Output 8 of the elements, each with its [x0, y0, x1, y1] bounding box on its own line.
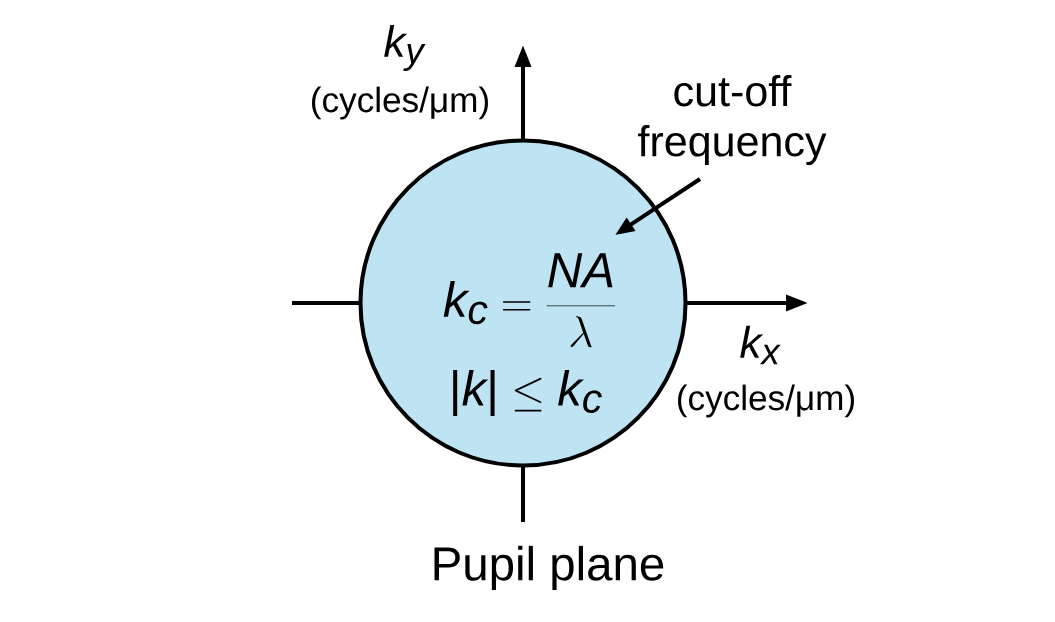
unit-label: (cycles/μm): [678, 384, 854, 418]
axis-label: $k_x$: [740, 325, 781, 365]
formula: $k_c = \frac{NA}{\lambda}$: [443, 253, 616, 348]
caption: Pupil plane: [434, 545, 664, 591]
callout-text: cut-off frequency: [638, 74, 827, 166]
axis-label: $k_y$: [384, 25, 426, 71]
formula: $|k| \leq k_c$: [453, 370, 602, 416]
unit-label: (cycles/μm): [312, 86, 488, 120]
